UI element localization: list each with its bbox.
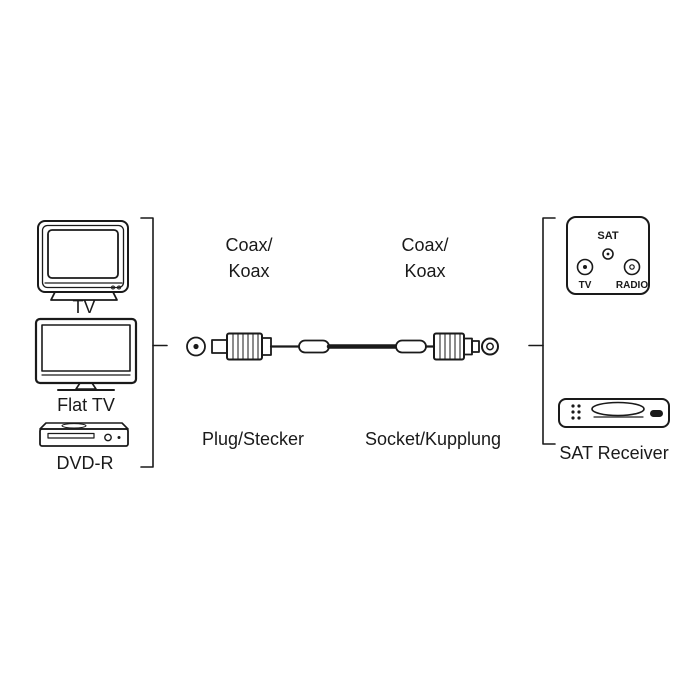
coax-label-right: Coax/ Koax [401,232,448,284]
flat-tv-illustration [34,317,138,391]
antenna-wall-plate-illustration: SAT TV RADIO [566,216,650,295]
coax-label-left-line1: Coax/ [225,235,273,255]
crt-tv-illustration [37,220,129,301]
sat-receiver-illustration [558,398,670,428]
right-group-bracket [528,217,556,445]
socket-connector [433,332,480,361]
left-group-bracket [140,217,168,468]
coax-label-right-line2: Koax [404,261,446,281]
dvd-r-label: DVD-R [56,453,114,473]
socket-label: Socket/Kupplung [364,429,502,449]
plug-connector [211,332,272,361]
coax-label-left: Coax/ Koax [225,232,272,284]
wall-plate-sat-label: SAT [597,230,618,242]
tv-label: TV [72,297,96,317]
wall-plate-radio-label: RADIO [616,280,648,291]
left-port-icon [186,336,206,357]
right-port-icon [481,337,499,356]
sat-receiver-label: SAT Receiver [559,443,669,463]
dvd-player-illustration [39,422,129,447]
cable-cord [269,339,436,354]
wall-plate-tv-label: TV [579,280,592,291]
flat-tv-label: Flat TV [57,395,115,415]
coax-label-right-line1: Coax/ [401,235,449,255]
coax-cable-illustration [186,332,499,361]
coax-label-left-line2: Koax [228,261,270,281]
plug-label: Plug/Stecker [201,429,305,449]
